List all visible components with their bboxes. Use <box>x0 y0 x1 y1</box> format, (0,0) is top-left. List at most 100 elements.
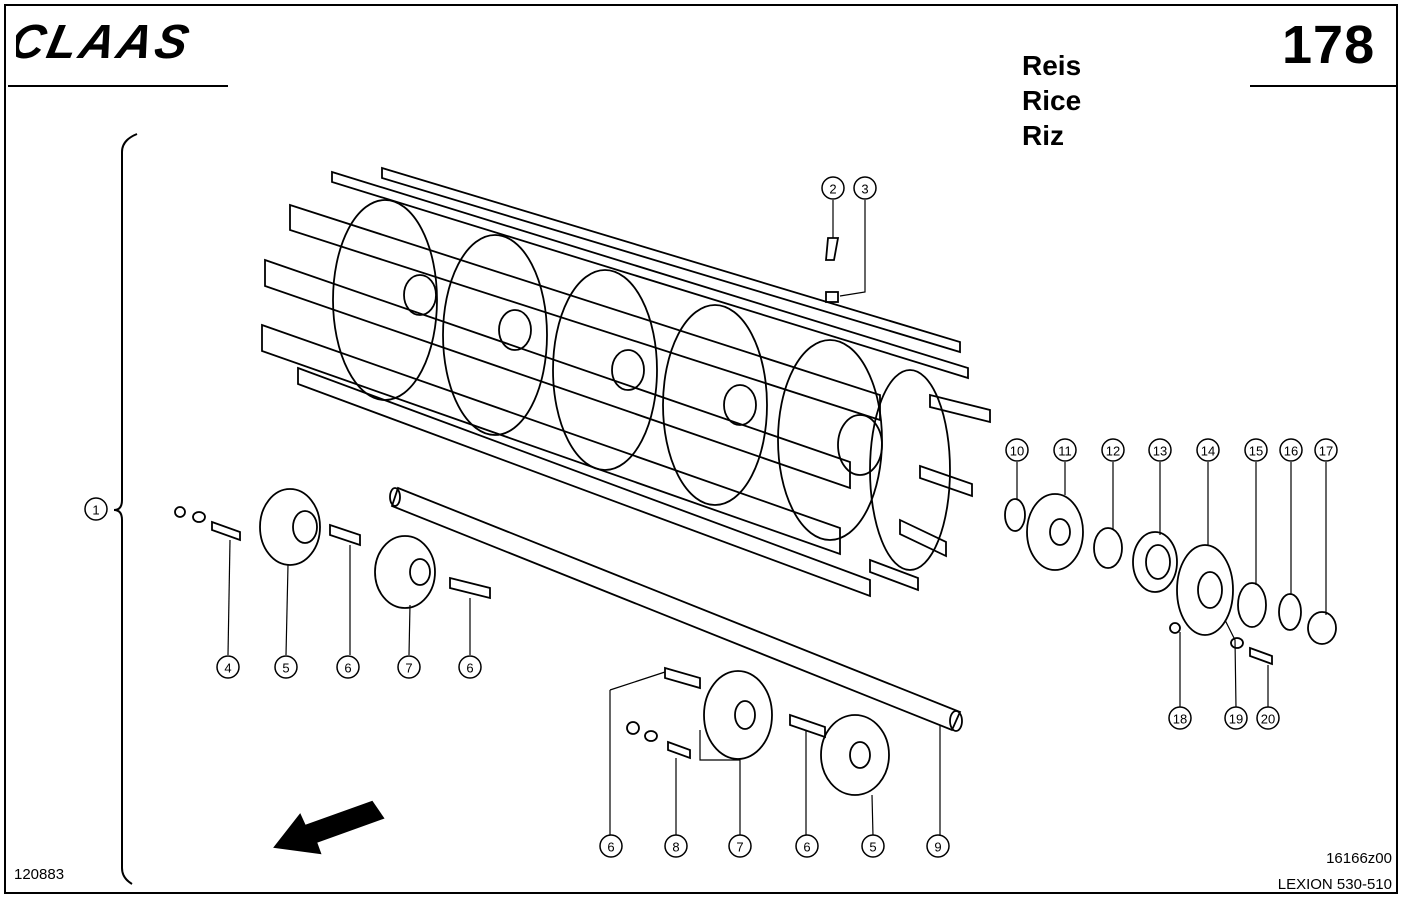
callout-number: 11 <box>1058 444 1072 459</box>
callout-6: 6 <box>795 834 819 858</box>
callout-18: 18 <box>1168 706 1192 730</box>
shaft <box>389 486 963 732</box>
svg-text:CLAAS: CLAAS <box>16 16 196 66</box>
callout-15: 15 <box>1244 438 1268 462</box>
callout-circle <box>397 655 421 679</box>
callout-circle <box>216 655 240 679</box>
left-hub-parts <box>174 488 491 609</box>
callout-number: 9 <box>934 840 941 855</box>
callout-circle <box>728 834 752 858</box>
callout-number: 2 <box>829 182 836 197</box>
callout-5: 5 <box>274 655 298 679</box>
callout-10: 10 <box>1005 438 1029 462</box>
callout-20: 20 <box>1256 706 1280 730</box>
callout-number: 10 <box>1010 444 1024 459</box>
callout-circle <box>1279 438 1303 462</box>
callout-7: 7 <box>397 655 421 679</box>
figure-code: 16166z00 <box>1326 850 1392 867</box>
direction-arrow <box>273 800 385 855</box>
callout-circle <box>664 834 688 858</box>
callout-number: 18 <box>1173 712 1187 727</box>
bottom-hub-parts <box>626 666 890 796</box>
callout-circle <box>1005 438 1029 462</box>
bearing-parts <box>825 237 1337 666</box>
callout-circle <box>1224 706 1248 730</box>
callout-7: 7 <box>728 834 752 858</box>
callout-circle <box>1314 438 1338 462</box>
assembly-bracket <box>113 133 138 885</box>
callout-circle <box>458 655 482 679</box>
callout-circle <box>336 655 360 679</box>
header-rule-right <box>1250 85 1396 87</box>
callout-circle <box>861 834 885 858</box>
callout-number: 5 <box>282 661 289 676</box>
callout-circle <box>1256 706 1280 730</box>
callout-number: 12 <box>1106 444 1120 459</box>
callout-2: 2 <box>821 176 845 200</box>
callout-circle <box>1244 438 1268 462</box>
callout-1: 1 <box>84 497 108 521</box>
callout-17: 17 <box>1314 438 1338 462</box>
drawing-number: 120883 <box>14 866 65 883</box>
header-rule-left <box>8 85 228 87</box>
page-number: 178 <box>1282 15 1376 75</box>
callout-9: 9 <box>926 834 950 858</box>
title-german: Reis <box>1022 50 1082 81</box>
title-block: Reis Rice Riz <box>1022 48 1081 153</box>
title-english: Rice <box>1022 85 1082 116</box>
callout-number: 7 <box>405 661 412 676</box>
callout-3: 3 <box>853 176 877 200</box>
callout-circle <box>1053 438 1077 462</box>
callout-number: 3 <box>861 182 868 197</box>
callout-6: 6 <box>336 655 360 679</box>
callout-circle <box>926 834 950 858</box>
callout-number: 7 <box>736 840 743 855</box>
callout-number: 17 <box>1319 444 1333 459</box>
callout-number: 4 <box>224 661 231 676</box>
callout-5: 5 <box>861 834 885 858</box>
callout-6: 6 <box>599 834 623 858</box>
callout-number: 20 <box>1261 712 1275 727</box>
callout-13: 13 <box>1148 438 1172 462</box>
callout-number: 15 <box>1249 444 1263 459</box>
callout-14: 14 <box>1196 438 1220 462</box>
callout-circle <box>1196 438 1220 462</box>
callout-circle <box>821 176 845 200</box>
callout-number: 5 <box>869 840 876 855</box>
callout-number: 6 <box>466 661 473 676</box>
claas-logo: CLAAS <box>16 16 196 66</box>
callout-number: 1 <box>92 503 99 518</box>
callout-circle <box>1101 438 1125 462</box>
callout-circle <box>795 834 819 858</box>
callout-number: 8 <box>672 840 679 855</box>
callout-circle <box>274 655 298 679</box>
callout-circle <box>84 497 108 521</box>
callout-circle <box>853 176 877 200</box>
callout-4: 4 <box>216 655 240 679</box>
callout-19: 19 <box>1224 706 1248 730</box>
callout-8: 8 <box>664 834 688 858</box>
callout-6: 6 <box>458 655 482 679</box>
callout-number: 14 <box>1201 444 1215 459</box>
callout-16: 16 <box>1279 438 1303 462</box>
callout-number: 6 <box>344 661 351 676</box>
callout-12: 12 <box>1101 438 1125 462</box>
footer-info: 16166z00 LEXION 530-510 <box>1278 846 1392 898</box>
title-french: Riz <box>1022 120 1064 151</box>
page-frame <box>4 4 1398 894</box>
callout-circle <box>599 834 623 858</box>
leader-lines <box>227 200 1327 837</box>
callout-circle <box>1148 438 1172 462</box>
callout-number: 19 <box>1229 712 1243 727</box>
callout-11: 11 <box>1053 438 1077 462</box>
callout-number: 16 <box>1284 444 1298 459</box>
callout-circle <box>1168 706 1192 730</box>
callout-number: 13 <box>1153 444 1167 459</box>
model-designation: LEXION 530-510 <box>1277 876 1392 893</box>
callout-number: 6 <box>607 840 614 855</box>
drum-rotor <box>261 166 991 598</box>
callout-number: 6 <box>803 840 810 855</box>
